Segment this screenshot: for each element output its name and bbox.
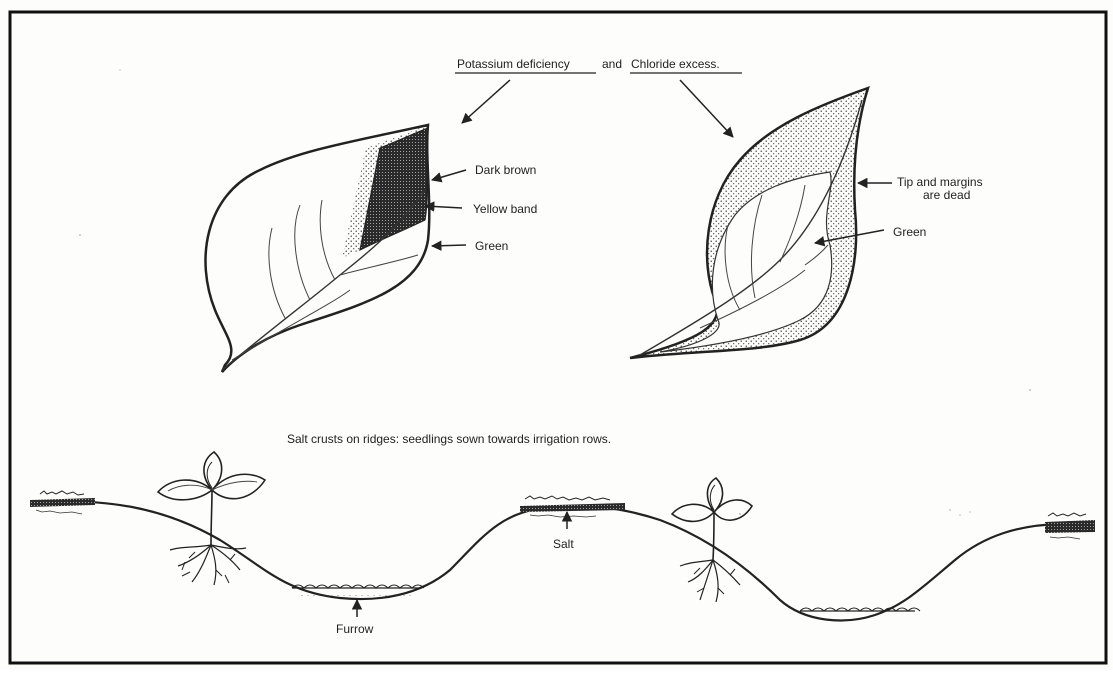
label-furrow: Furrow: [336, 622, 374, 636]
label-right-green: Green: [893, 225, 926, 239]
title-and: and: [602, 57, 622, 71]
label-yellow-band: Yellow band: [473, 202, 537, 216]
title-part2: Chloride excess.: [631, 57, 720, 71]
label-left-green: Green: [475, 239, 508, 253]
soil-caption: Salt crusts on ridges: seedlings sown to…: [287, 432, 611, 446]
label-tip-line2: are dead: [923, 188, 970, 202]
label-dark-brown: Dark brown: [475, 163, 536, 177]
label-tip-line1: Tip and margins: [897, 175, 983, 189]
arrow-left-green: [432, 245, 466, 246]
title-part1: Potassium deficiency: [457, 57, 570, 71]
label-salt: Salt: [553, 537, 574, 551]
